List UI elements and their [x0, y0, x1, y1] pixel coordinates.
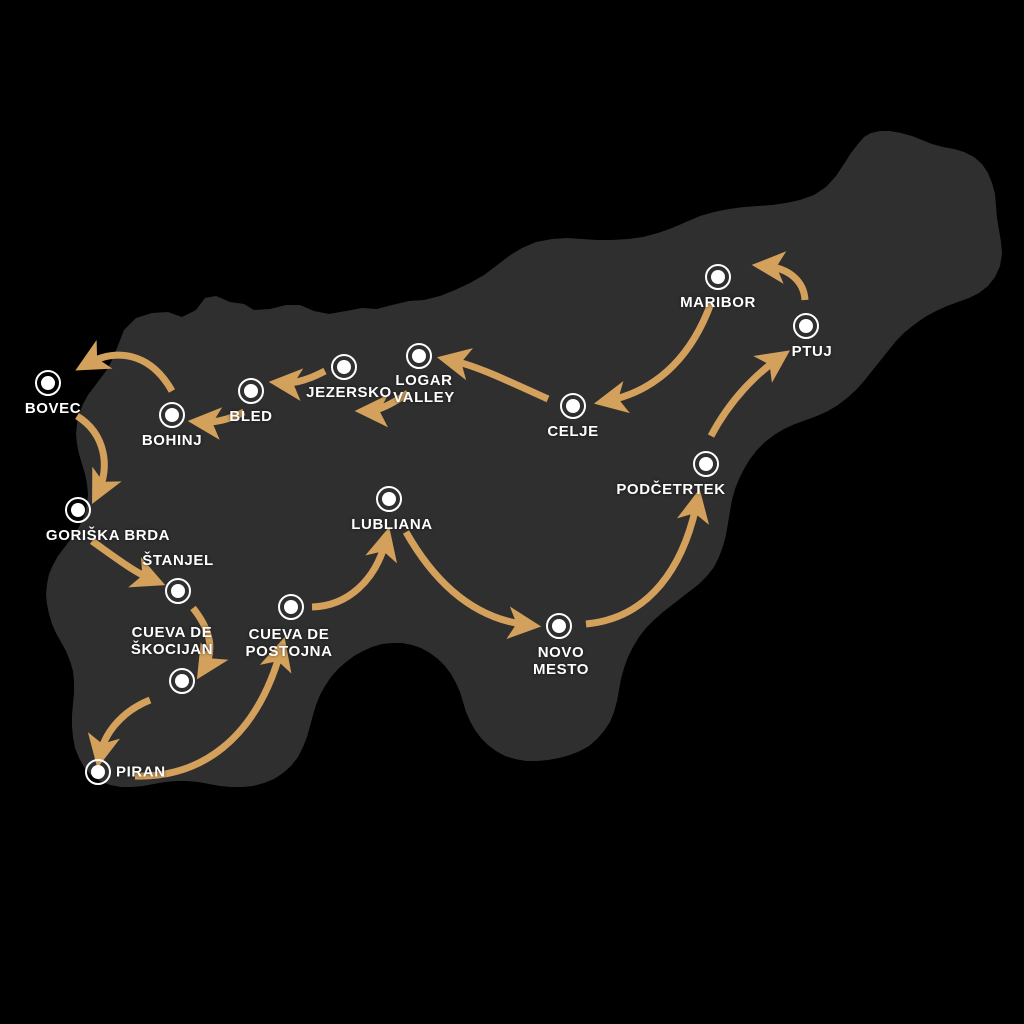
- city-marker-celje[interactable]: [560, 393, 586, 419]
- city-label-line: CUEVA DE: [248, 626, 330, 643]
- city-label-line: JEZERSKO: [306, 384, 392, 401]
- arrow-ptuj-to-maribor: [751, 251, 809, 301]
- city-marker-piran[interactable]: [85, 759, 111, 785]
- city-label-celje: CELJE: [547, 423, 598, 440]
- city-label-podcetrtek: PODČETRTEK: [616, 481, 725, 498]
- city-marker-skocijan[interactable]: [169, 668, 195, 694]
- arrow-logar-to-jezersko: [354, 390, 410, 428]
- city-marker-stanjel[interactable]: [165, 578, 191, 604]
- arrow-goriska-to-stanjel: [89, 538, 166, 588]
- city-label-line: MARIBOR: [680, 294, 756, 311]
- country-silhouette: [46, 131, 1002, 787]
- city-marker-bled[interactable]: [238, 378, 264, 404]
- city-label-bled: BLED: [229, 408, 272, 425]
- route-arrows: [75, 251, 809, 780]
- city-label-line: GORIŠKA BRDA: [45, 527, 171, 544]
- arrow-bohinj-to-bovec: [75, 339, 176, 393]
- city-label-line: PIRAN: [116, 763, 166, 781]
- city-marker-goriska[interactable]: [65, 497, 91, 523]
- city-label-line: LUBLIANA: [351, 516, 433, 533]
- city-label-line: ŠTANJEL: [142, 552, 214, 569]
- city-label-line: LOGAR: [395, 372, 453, 389]
- city-label-line: CUEVA DE: [131, 624, 213, 641]
- arrow-maribor-to-celje: [593, 301, 715, 414]
- arrow-postojna-to-lubliana: [311, 527, 398, 611]
- arrow-podcetrtek-to-ptuj: [707, 350, 790, 438]
- city-label-line: VALLEY: [393, 389, 455, 406]
- city-label-line: PODČETRTEK: [616, 481, 726, 498]
- city-marker-logar[interactable]: [406, 343, 432, 369]
- city-marker-bovec[interactable]: [35, 370, 61, 396]
- city-label-bovec: BOVEC: [25, 400, 81, 417]
- city-label-line: MESTO: [532, 661, 590, 678]
- city-marker-jezersko[interactable]: [331, 354, 357, 380]
- arrow-piran-to-postojna: [134, 637, 292, 780]
- arrow-bled-to-bohinj: [187, 407, 246, 440]
- city-label-line: CELJE: [547, 423, 599, 440]
- city-label-stanjel: ŠTANJEL: [142, 552, 213, 569]
- arrow-novomesto-to-podcetrtek: [585, 488, 710, 628]
- arrow-jezersko-to-bled: [268, 367, 327, 401]
- city-label-line: ŠKOCIJAN: [130, 641, 214, 658]
- city-marker-novomesto[interactable]: [546, 613, 572, 639]
- city-label-lubliana: LUBLIANA: [351, 516, 432, 533]
- city-label-jezersko: JEZERSKO: [306, 384, 392, 401]
- city-marker-bohinj[interactable]: [159, 402, 185, 428]
- city-marker-lubliana[interactable]: [376, 486, 402, 512]
- arrow-lubliana-to-novomesto: [402, 530, 542, 640]
- city-label-line: BOVEC: [24, 400, 82, 417]
- city-label-goriska: GORIŠKA BRDA: [46, 527, 170, 544]
- city-marker-ptuj[interactable]: [793, 313, 819, 339]
- city-label-line: BLED: [229, 408, 273, 425]
- city-label-line: BOHINJ: [141, 432, 203, 449]
- arrow-bovec-to-goriska: [75, 413, 122, 504]
- city-label-maribor: MARIBOR: [680, 294, 756, 311]
- arrow-skocijan-to-piran: [87, 696, 152, 769]
- slovenia-landmass: [46, 131, 1002, 787]
- city-marker-maribor[interactable]: [705, 264, 731, 290]
- city-label-piran: PIRAN: [116, 764, 166, 781]
- city-label-line: NOVO: [537, 644, 585, 661]
- city-label-bohinj: BOHINJ: [142, 432, 202, 449]
- city-label-ptuj: PTUJ: [792, 343, 833, 360]
- city-label-line: PTUJ: [791, 343, 833, 360]
- city-marker-podcetrtek[interactable]: [693, 451, 719, 477]
- arrow-celje-to-logar: [436, 348, 550, 403]
- city-marker-postojna[interactable]: [278, 594, 304, 620]
- city-label-line: POSTOJNA: [245, 643, 333, 660]
- arrow-stanjel-to-skocijan: [190, 605, 229, 680]
